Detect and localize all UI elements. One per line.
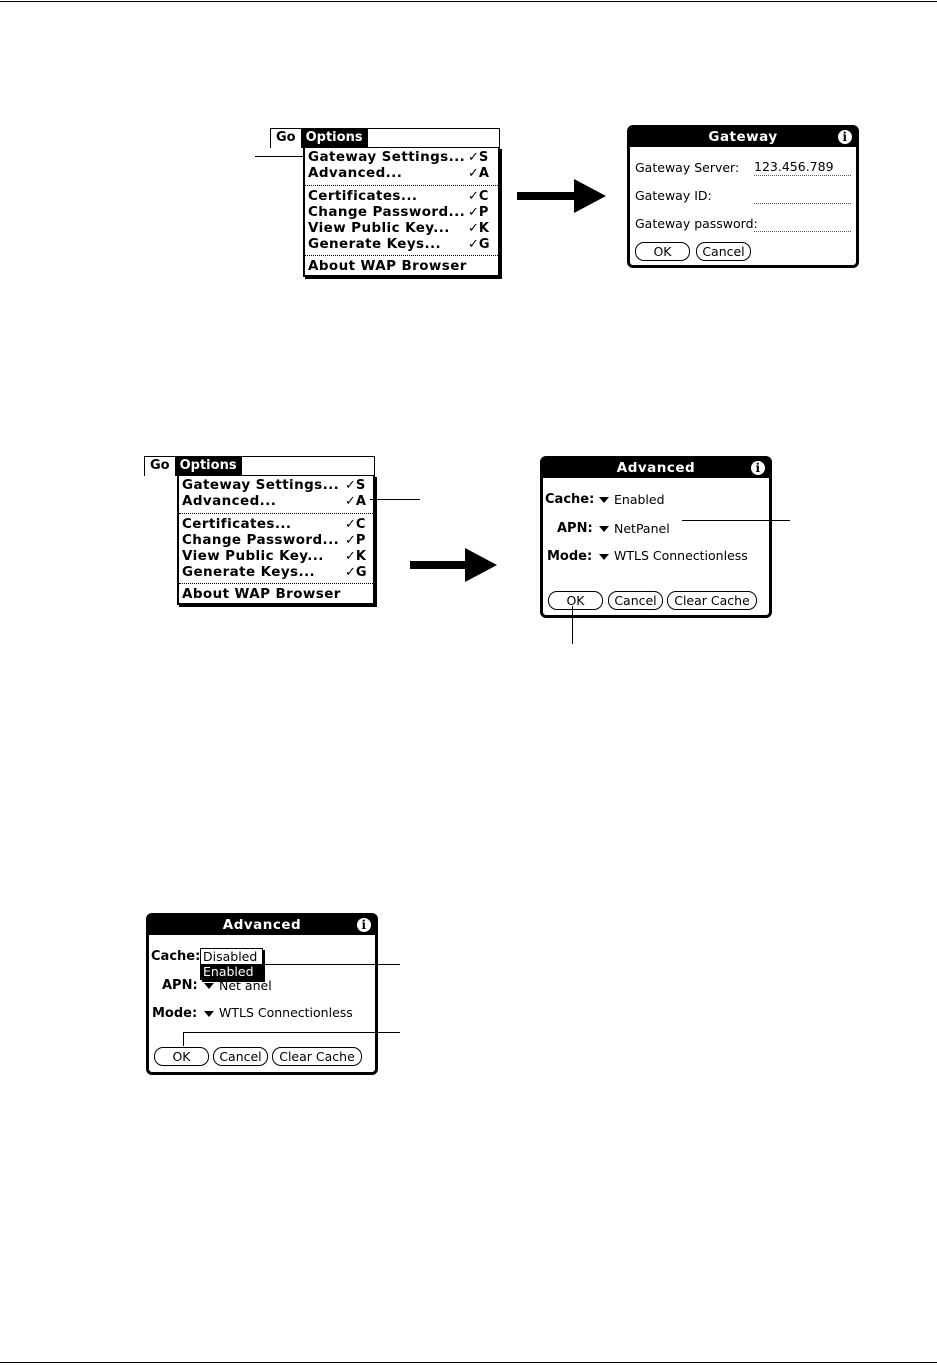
apn-label: APN: <box>162 978 198 993</box>
callout-line <box>255 156 305 157</box>
menu-item-advanced[interactable]: Advanced... <box>182 493 277 509</box>
shortcut-certificates: ✓C <box>345 517 366 532</box>
menu-item-gateway-settings[interactable]: Gateway Settings... <box>308 149 466 165</box>
menu-go[interactable]: Go <box>150 458 170 473</box>
callout-line <box>183 1032 184 1046</box>
gateway-id-field[interactable] <box>754 187 851 204</box>
shortcut-generate-keys: ✓G <box>345 565 367 580</box>
shortcut-gateway: ✓S <box>345 478 366 493</box>
arrow-right-head <box>574 179 606 213</box>
footer-rule <box>0 1362 937 1363</box>
advanced-dialog: Advanced i Cache: APN: Net anel Disabled… <box>146 913 378 1075</box>
gateway-server-label: Gateway Server: <box>635 160 740 175</box>
mode-value[interactable]: WTLS Connectionless <box>614 548 748 563</box>
menu-go[interactable]: Go <box>276 130 296 145</box>
gateway-server-field[interactable]: 123.456.789 <box>754 159 851 176</box>
cache-option-enabled[interactable]: Enabled <box>201 964 262 979</box>
chevron-down-icon[interactable] <box>204 1011 214 1017</box>
shortcut-advanced: ✓A <box>345 494 366 509</box>
apn-label: APN: <box>557 521 593 536</box>
callout-line <box>572 606 573 644</box>
callout-line <box>183 1032 400 1033</box>
shortcut-certificates: ✓C <box>468 189 489 204</box>
arrow-right <box>410 561 468 569</box>
clear-cache-button[interactable]: Clear Cache <box>272 1047 362 1066</box>
menu-bar: Go Options <box>270 128 500 148</box>
mode-label: Mode: <box>152 1006 198 1021</box>
shortcut-change-password: ✓P <box>345 533 366 548</box>
cancel-button[interactable]: Cancel <box>213 1047 268 1066</box>
cache-dropdown-list: Disabled Enabled <box>200 948 263 980</box>
ok-button[interactable]: OK <box>154 1047 209 1066</box>
dialog-title: Gateway i <box>630 128 856 147</box>
menu-item-advanced[interactable]: Advanced... <box>308 165 403 181</box>
cancel-button[interactable]: Cancel <box>608 591 663 610</box>
callout-line <box>264 964 400 965</box>
callout-line <box>682 520 790 521</box>
shortcut-view-public-key: ✓K <box>345 549 366 564</box>
menu-bar: Go Options <box>144 456 375 476</box>
cache-option-disabled[interactable]: Disabled <box>203 949 258 964</box>
menu-item-about[interactable]: About WAP Browser <box>308 258 467 274</box>
menu-item-certificates[interactable]: Certificates... <box>182 516 292 532</box>
dialog-title: Advanced i <box>149 916 375 935</box>
menu-item-view-public-key[interactable]: View Public Key... <box>182 548 324 564</box>
shortcut-gateway: ✓S <box>468 150 489 165</box>
info-icon[interactable]: i <box>751 461 765 475</box>
menu-item-generate-keys[interactable]: Generate Keys... <box>308 236 442 252</box>
info-icon[interactable]: i <box>357 918 371 932</box>
ok-button[interactable]: OK <box>548 591 603 610</box>
menu-divider <box>305 185 498 186</box>
dialog-title: Advanced i <box>543 459 769 478</box>
cache-label: Cache: <box>151 949 201 964</box>
gateway-password-label: Gateway password: <box>635 216 758 231</box>
advanced-dialog: Advanced i Cache: Enabled APN: NetPanel … <box>540 456 772 618</box>
chevron-down-icon[interactable] <box>599 554 609 560</box>
gateway-id-label: Gateway ID: <box>635 188 712 203</box>
header-rule <box>0 1 937 2</box>
shortcut-advanced: ✓A <box>468 166 489 181</box>
menu-item-gateway-settings[interactable]: Gateway Settings... <box>182 477 340 493</box>
gateway-dialog: Gateway i Gateway Server: 123.456.789 Ga… <box>627 125 859 268</box>
options-menu: Gateway Settings... ✓S Advanced... ✓A Ce… <box>177 475 375 605</box>
menu-item-about[interactable]: About WAP Browser <box>182 586 341 602</box>
chevron-down-icon[interactable] <box>599 526 609 532</box>
cancel-button[interactable]: Cancel <box>696 242 751 261</box>
cache-value[interactable]: Enabled <box>614 492 665 507</box>
ok-button[interactable]: OK <box>635 242 690 261</box>
options-menu: Gateway Settings... ✓S Advanced... ✓A Ce… <box>303 147 500 277</box>
menu-options[interactable]: Options <box>174 457 242 476</box>
gateway-password-field[interactable] <box>754 215 851 232</box>
shortcut-generate-keys: ✓G <box>468 237 490 252</box>
apn-value[interactable]: NetPanel <box>614 521 670 536</box>
arrow-right-head <box>465 548 497 582</box>
menu-options[interactable]: Options <box>300 129 368 148</box>
menu-item-certificates[interactable]: Certificates... <box>308 188 418 204</box>
clear-cache-button[interactable]: Clear Cache <box>667 591 757 610</box>
callout-line <box>370 499 420 500</box>
menu-item-change-password[interactable]: Change Password... <box>308 204 466 220</box>
shortcut-change-password: ✓P <box>468 205 489 220</box>
info-icon[interactable]: i <box>838 130 852 144</box>
mode-value[interactable]: WTLS Connectionless <box>219 1005 353 1020</box>
arrow-right <box>517 192 577 200</box>
menu-divider <box>179 513 373 514</box>
apn-value[interactable]: Net anel <box>219 978 272 993</box>
chevron-down-icon[interactable] <box>204 983 214 989</box>
menu-item-change-password[interactable]: Change Password... <box>182 532 340 548</box>
shortcut-view-public-key: ✓K <box>468 221 489 236</box>
mode-label: Mode: <box>547 549 593 564</box>
cache-label: Cache: <box>545 492 595 507</box>
menu-item-view-public-key[interactable]: View Public Key... <box>308 220 450 236</box>
chevron-down-icon[interactable] <box>599 497 609 503</box>
menu-divider <box>179 583 373 584</box>
menu-item-generate-keys[interactable]: Generate Keys... <box>182 564 316 580</box>
menu-divider <box>305 255 498 256</box>
